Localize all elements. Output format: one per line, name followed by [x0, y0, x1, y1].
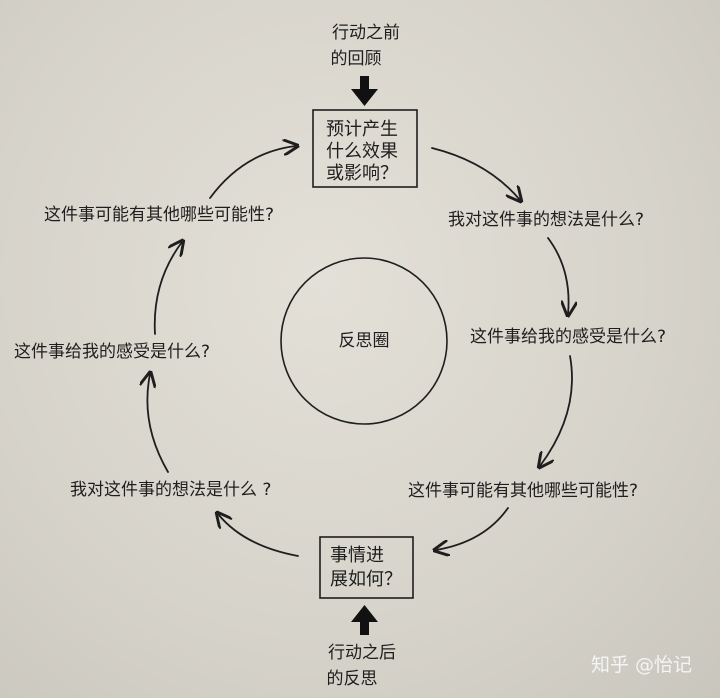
bottom-box	[319, 536, 414, 599]
bottom-input-line-1: 行动之后	[328, 643, 396, 663]
right-node-thought: 我对这件事的想法是什么?	[448, 210, 644, 230]
bottom-box-line-1: 事情进	[330, 545, 384, 566]
bottom-up-arrow	[351, 605, 378, 635]
center-label: 反思圈	[339, 331, 390, 351]
arrow-right-feeling-to-possibility	[540, 355, 573, 466]
right-node-feeling: 这件事给我的感受是什么?	[470, 327, 666, 347]
left-node-possibility: 这件事可能有其他哪些可能性?	[44, 205, 274, 225]
center-circle	[280, 257, 448, 425]
watermark-text: 知乎 @怡记	[591, 654, 692, 676]
top-input-line-1: 行动之前	[332, 23, 400, 43]
top-input-line-2: 的回顾	[331, 49, 382, 69]
left-node-feeling: 这件事给我的感受是什么?	[14, 342, 210, 362]
top-box	[312, 109, 418, 188]
arrow-bottombox-to-left-thought	[218, 514, 299, 557]
arrow-right-thought-to-feeling	[547, 237, 569, 314]
arrow-right-possibility-to-bottombox	[436, 507, 509, 550]
right-node-possibility: 这件事可能有其他哪些可能性?	[408, 481, 638, 501]
arrow-left-thought-to-feeling	[147, 374, 169, 473]
bottom-box-line-2: 展如何？	[330, 569, 402, 590]
top-box-line-1: 预计产生	[326, 119, 398, 140]
bottom-input-line-2: 的反思	[327, 669, 378, 689]
top-box-line-2: 什么效果	[326, 141, 398, 162]
arrow-left-possibility-to-topbox	[209, 146, 296, 199]
arrow-left-feeling-to-possibility	[153, 242, 182, 335]
top-box-line-3: 或影响？	[326, 163, 398, 184]
top-down-arrow	[351, 76, 378, 106]
left-node-thought: 我对这件事的想法是什么 ?	[70, 480, 271, 500]
arrow-topbox-to-right-thought	[431, 147, 520, 200]
